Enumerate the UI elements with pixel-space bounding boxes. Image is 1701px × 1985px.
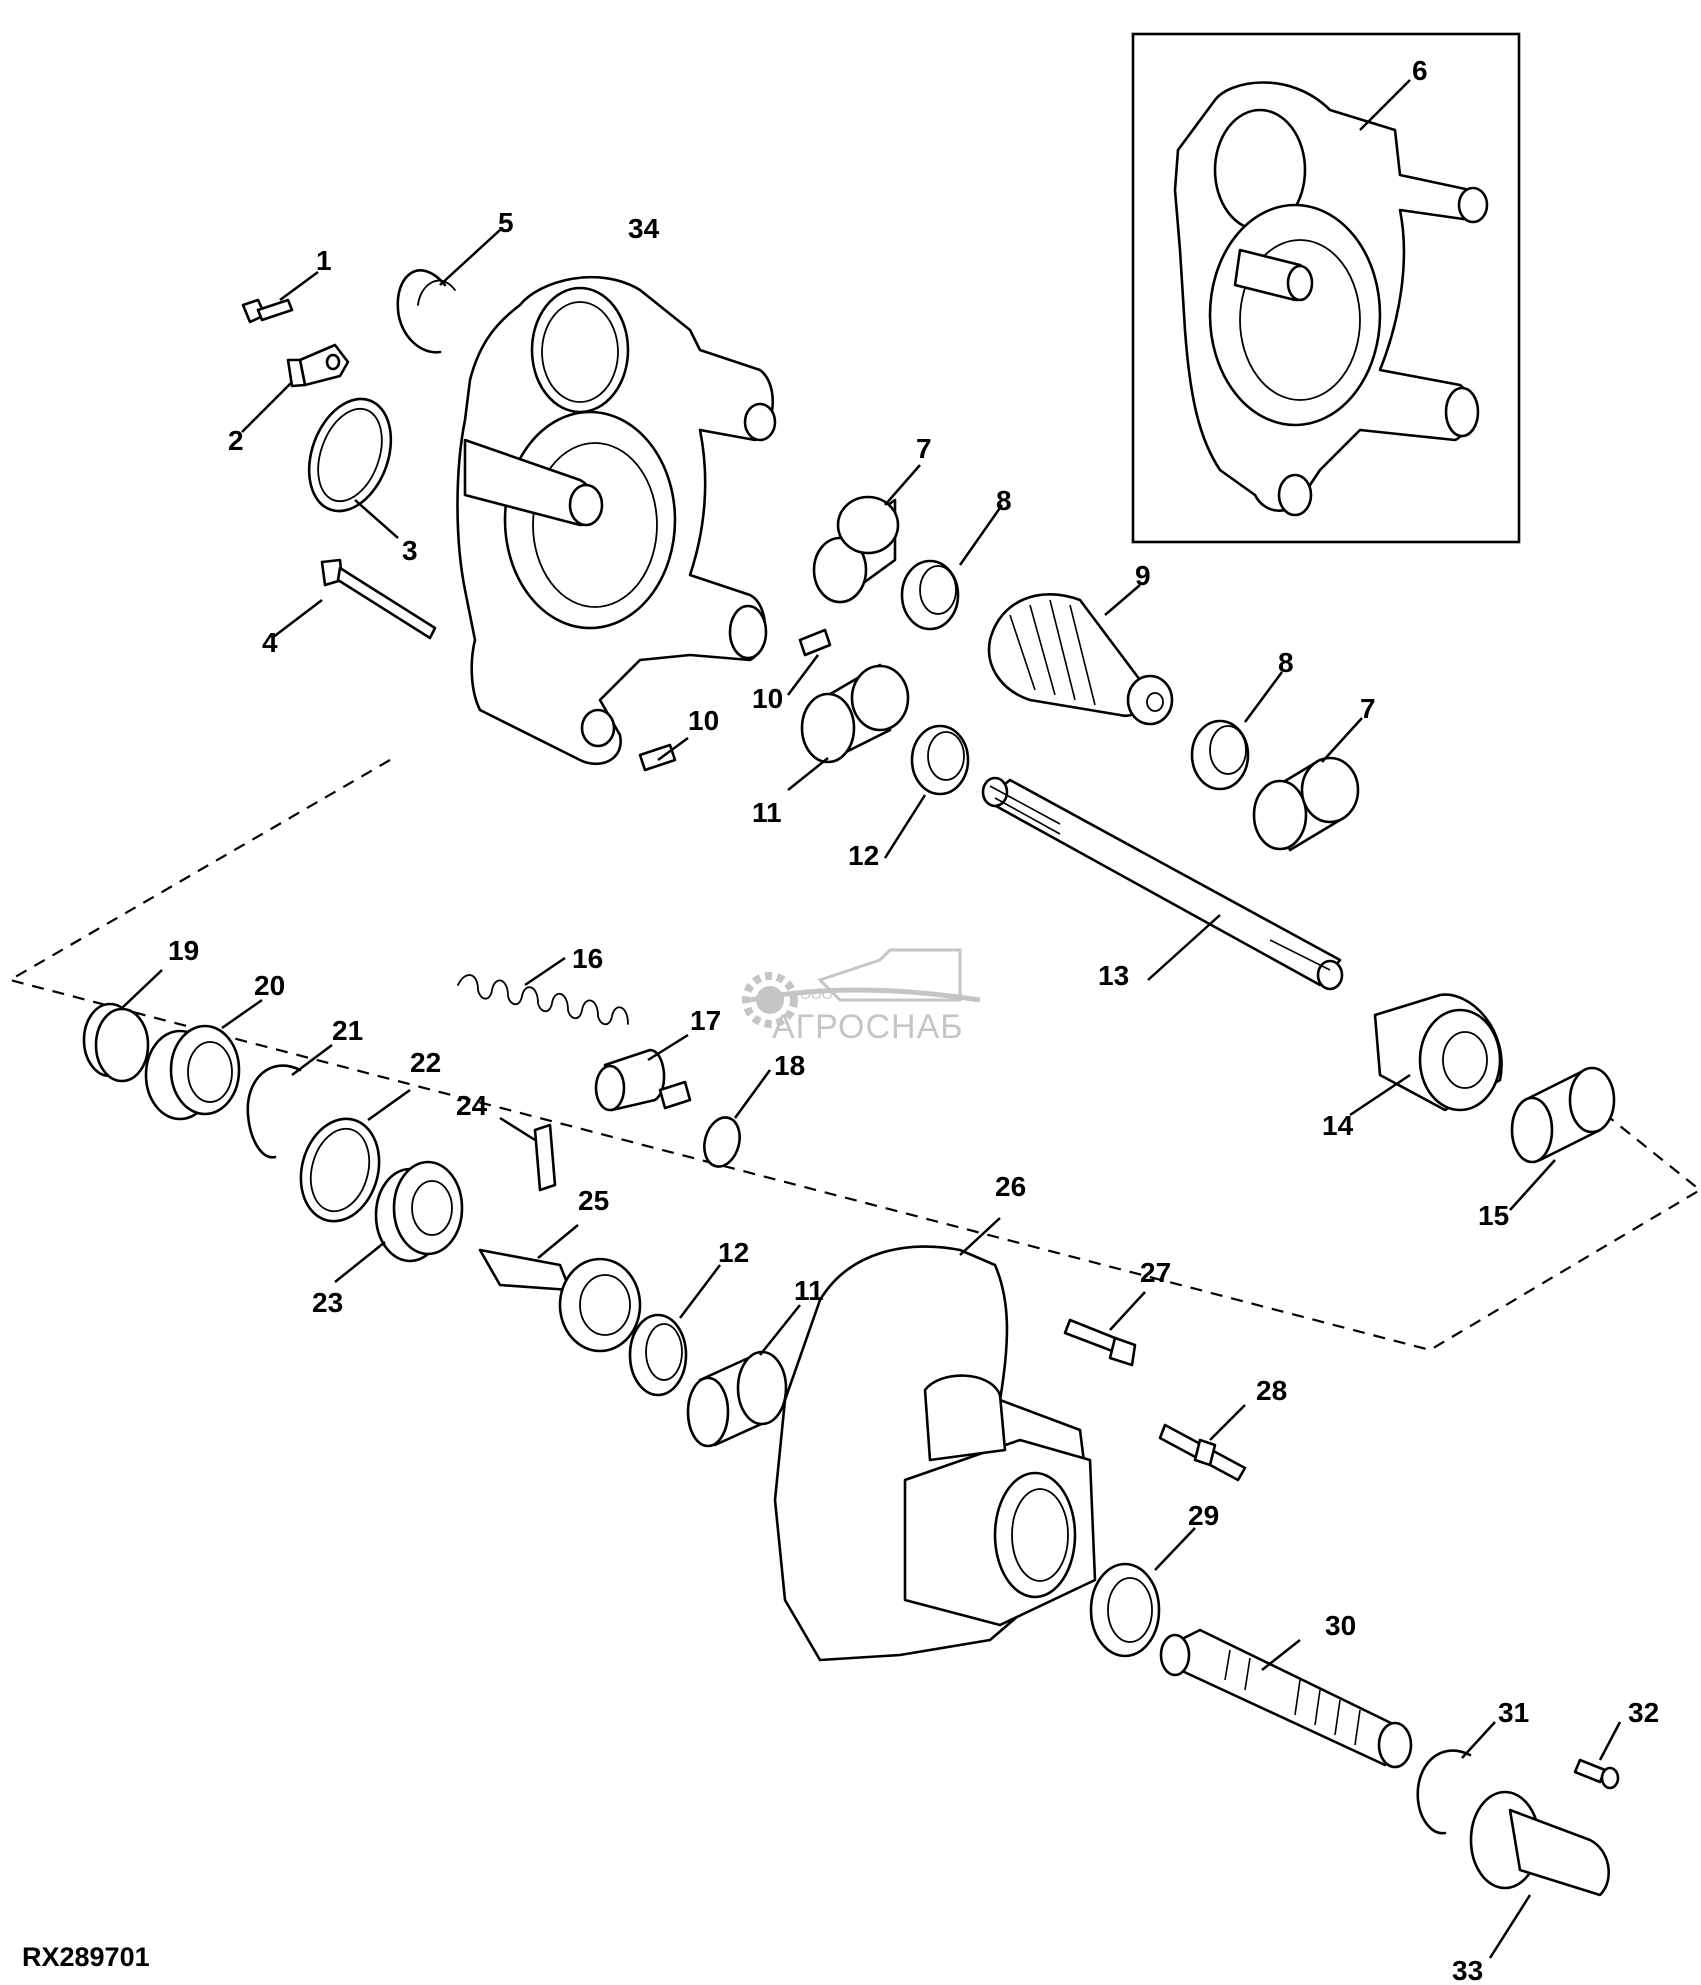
callout-9: 9 bbox=[1135, 560, 1151, 591]
callout-8a: 8 bbox=[996, 485, 1012, 516]
callout-23: 23 bbox=[312, 1287, 343, 1318]
part-22-friction-ring bbox=[299, 1117, 381, 1223]
callout-6: 6 bbox=[1412, 55, 1428, 86]
callout-28: 28 bbox=[1256, 1375, 1287, 1406]
watermark-brand: АГРОСНАБ bbox=[772, 1008, 964, 1046]
watermark-logo: ООО АГРОСНАБ bbox=[730, 940, 1000, 1060]
part-15-bearing-cup bbox=[1510, 1066, 1616, 1164]
callout-17: 17 bbox=[690, 1005, 721, 1036]
part-12-bearing-cone-lower bbox=[628, 1313, 688, 1397]
callout-19: 19 bbox=[168, 935, 199, 966]
figure-code: RX289701 bbox=[22, 1942, 150, 1972]
part-32-screw bbox=[1573, 1758, 1620, 1790]
part-8-bearing-cone-upper bbox=[900, 559, 960, 631]
callout-31: 31 bbox=[1498, 1697, 1529, 1728]
part-30-splined-shaft bbox=[1159, 1628, 1413, 1769]
part-23-gear bbox=[374, 1160, 464, 1263]
callout-8b: 8 bbox=[1278, 647, 1294, 678]
callout-20: 20 bbox=[254, 970, 285, 1001]
leader-lines bbox=[121, 79, 1622, 1959]
part-2-clip bbox=[286, 343, 350, 388]
part-7-bearing-cup-upper bbox=[812, 495, 900, 604]
part-28-stud bbox=[1158, 1423, 1247, 1482]
part-18-o-ring bbox=[703, 1116, 741, 1168]
callout-12a: 12 bbox=[848, 840, 879, 871]
callout-14: 14 bbox=[1322, 1110, 1354, 1141]
callout-11b: 11 bbox=[794, 1275, 824, 1306]
part-4-long-bolt bbox=[320, 558, 437, 640]
part-27-bolt bbox=[1063, 1318, 1137, 1367]
callout-7a: 7 bbox=[916, 433, 932, 464]
part-29-seal bbox=[1089, 1562, 1161, 1658]
callout-24: 24 bbox=[456, 1090, 488, 1121]
part-13-shaft bbox=[981, 776, 1344, 991]
callout-22: 22 bbox=[410, 1047, 441, 1078]
part-1-bolt bbox=[241, 298, 294, 324]
part-12-bearing-cone-upper bbox=[910, 724, 970, 796]
gear-icon bbox=[742, 948, 981, 1028]
callout-labels: 1 2 3 4 5 6 7 8 9 8 7 10 10 11 12 13 14 … bbox=[168, 55, 1659, 1985]
part-26-housing bbox=[773, 1245, 1097, 1662]
callout-15: 15 bbox=[1478, 1200, 1509, 1231]
part-7-bearing-cup-lower bbox=[1252, 756, 1360, 852]
callout-5: 5 bbox=[498, 207, 514, 238]
part-6-alt-housing bbox=[1173, 81, 1489, 517]
part-8-bearing-cone-lower bbox=[1190, 719, 1250, 791]
part-5-snap-ring bbox=[396, 269, 456, 354]
callout-34: 34 bbox=[628, 213, 660, 244]
part-16-spring bbox=[457, 974, 629, 1026]
part-9-helical-gear bbox=[987, 592, 1174, 726]
part-19-bearing-cone bbox=[82, 1002, 150, 1083]
part-31-snap-ring bbox=[1416, 1749, 1472, 1835]
callout-16: 16 bbox=[572, 943, 603, 974]
callout-29: 29 bbox=[1188, 1500, 1219, 1531]
callout-10b: 10 bbox=[688, 705, 719, 736]
callout-25: 25 bbox=[578, 1185, 609, 1216]
callout-1: 1 bbox=[316, 245, 332, 276]
part-11-bearing-cup-lower bbox=[686, 1350, 788, 1448]
callout-26: 26 bbox=[995, 1171, 1026, 1202]
callout-3: 3 bbox=[402, 535, 418, 566]
part-14-gear bbox=[1373, 993, 1503, 1112]
part-20-synchro-hub bbox=[144, 1024, 241, 1121]
callout-7b: 7 bbox=[1360, 693, 1376, 724]
part-17-plunger bbox=[594, 1048, 692, 1112]
callout-33: 33 bbox=[1452, 1955, 1483, 1985]
callout-32: 32 bbox=[1628, 1697, 1659, 1728]
callout-18: 18 bbox=[774, 1050, 805, 1081]
part-11-bearing-cup-upper bbox=[800, 663, 910, 764]
part-3-ring bbox=[307, 397, 393, 513]
part-10-pin-upper bbox=[798, 628, 832, 657]
callout-21: 21 bbox=[332, 1015, 363, 1046]
callout-2: 2 bbox=[228, 425, 244, 456]
part-33-cap bbox=[1469, 1790, 1610, 1897]
part-21-snap-ring bbox=[246, 1064, 302, 1159]
part-10-pin-lower bbox=[638, 743, 677, 772]
callout-30: 30 bbox=[1325, 1610, 1356, 1641]
part-25-shaft bbox=[478, 1248, 642, 1353]
part-24-roll-pin bbox=[533, 1123, 557, 1192]
callout-13: 13 bbox=[1098, 960, 1129, 991]
callout-27: 27 bbox=[1140, 1257, 1171, 1288]
callout-10a: 10 bbox=[752, 683, 783, 714]
inset-frame bbox=[1131, 32, 1521, 544]
callout-4: 4 bbox=[262, 627, 278, 658]
part-34-housing bbox=[456, 275, 777, 766]
watermark-prefix: ООО bbox=[800, 986, 833, 1002]
callout-11a: 11 bbox=[752, 797, 782, 828]
callout-12b: 12 bbox=[718, 1237, 749, 1268]
